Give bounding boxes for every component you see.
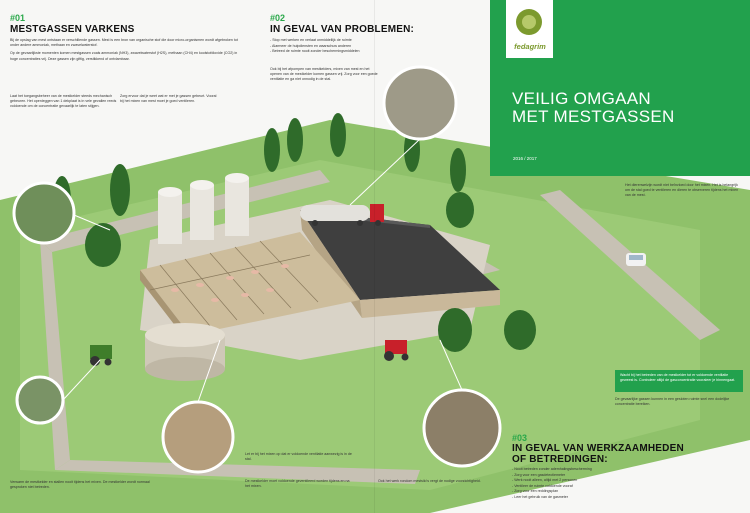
section2-bullet: - Stop met werken en verlaat onmiddellij… bbox=[270, 38, 352, 42]
manure-tank bbox=[145, 323, 225, 381]
green-tractor bbox=[90, 345, 112, 366]
section1-number: #01 bbox=[10, 13, 26, 23]
section2-text: Ook bij het afpompen van mestkelders, mi… bbox=[270, 67, 382, 86]
logo-box: fedagrim bbox=[506, 0, 553, 58]
section1-para3: Laat het toegangsbeheer van de mestkelde… bbox=[10, 94, 117, 109]
page-title-line1: VEILIG OMGAAN bbox=[512, 89, 651, 108]
pigs bbox=[171, 264, 289, 302]
road-bottom bbox=[55, 460, 420, 484]
trees bbox=[53, 113, 536, 352]
section3-bullets: - Nooit betreden zonder ademhalingsbesch… bbox=[512, 467, 692, 501]
green-note: Wacht bij het betreden van de mestkelder… bbox=[615, 370, 743, 392]
right-note: Het dierenwelzijn wordt niet beïnvloed d… bbox=[625, 183, 739, 198]
logo-text: fedagrim bbox=[514, 42, 546, 51]
section1-text3: Zorg ervoor dat je weet wat er met je ga… bbox=[120, 94, 220, 107]
page-fold bbox=[374, 0, 375, 513]
bottom-left-note: Verwarm de mestkelder en stallen nooit t… bbox=[10, 480, 150, 490]
year-label: 2016 / 2017 bbox=[513, 156, 537, 161]
tanker-truck bbox=[300, 204, 384, 226]
white-car bbox=[626, 253, 646, 266]
section3-bullet: - Werk nooit alleen, altijd met 2 person… bbox=[512, 478, 578, 483]
section2-number: #02 bbox=[270, 13, 286, 23]
callout-lines bbox=[62, 138, 463, 403]
section2-bullet: - Betreed de ruimte nooit zonder bescher… bbox=[270, 49, 360, 54]
barn-wall bbox=[360, 290, 500, 318]
feed-silos bbox=[158, 173, 249, 244]
below-green-note: De gevaarlijke gassen kunnen in een gesl… bbox=[615, 397, 730, 407]
section3-bullet: - Zorg voor een gasdetectiemeter bbox=[512, 472, 566, 477]
section3-title-line1: IN GEVAL VAN WERKZAAMHEDEN bbox=[512, 443, 684, 454]
section1-para1: Bij de opslag van mest ontstaan er versc… bbox=[10, 38, 238, 48]
section3-bullet: - Nooit betreden zonder ademhalingsbesch… bbox=[512, 467, 592, 471]
fedagrim-logo-icon bbox=[516, 9, 542, 35]
section3-bullet: - Ventileer de ruimte voldoende vooraf bbox=[512, 483, 573, 488]
callout-circles bbox=[12, 65, 502, 474]
bottom-mid-note: Let er bij het mixen op dat er voldoende… bbox=[245, 452, 352, 462]
page-title: VEILIG OMGAAN MET MESTGASSEN bbox=[512, 90, 742, 126]
section1-title: MESTGASSEN VARKENS bbox=[10, 24, 135, 35]
section1-para4: Zorg ervoor dat je weet wat er met je ga… bbox=[120, 94, 217, 104]
road-left bbox=[40, 240, 70, 470]
section1-text: Bij de opslag van mest ontstaan er versc… bbox=[10, 38, 238, 65]
section3-bullet: - Leer het gebruik van de gasmeter bbox=[512, 494, 568, 499]
page-title-line2: MET MESTGASSEN bbox=[512, 107, 675, 126]
bottom-mid-note-2: De mestkelder moet voldoende geventileer… bbox=[245, 479, 350, 489]
section1-para2: Op de gevaarlijkste momenten komen mestg… bbox=[10, 51, 238, 61]
bottom-right-note: Ook het werk rondom mestsilo's vergt de … bbox=[378, 479, 481, 483]
section3-title-line2: OF BETREDINGEN: bbox=[512, 454, 608, 465]
red-tractor bbox=[384, 340, 409, 361]
section1-text2: Laat het toegangsbeheer van de mestkelde… bbox=[10, 94, 118, 113]
section2-para1: Ook bij het afpompen van mestkelders, mi… bbox=[270, 67, 378, 82]
section3-title: IN GEVAL VAN WERKZAAMHEDEN OF BETREDINGE… bbox=[512, 443, 742, 465]
section2-title: IN GEVAL VAN PROBLEMEN: bbox=[270, 24, 415, 35]
stable-floor bbox=[140, 232, 360, 335]
section3-bullet: - Zorg voor een reddingsplan bbox=[512, 489, 559, 494]
section2-bullet: - Alarmeer de hulpdiensten en waarschuw … bbox=[270, 43, 352, 48]
section3-number: #03 bbox=[512, 433, 528, 443]
section2-bullets: - Stop met werken en verlaat onmiddellij… bbox=[270, 38, 470, 55]
stable-pens bbox=[149, 240, 319, 327]
barn-roof bbox=[300, 210, 500, 300]
